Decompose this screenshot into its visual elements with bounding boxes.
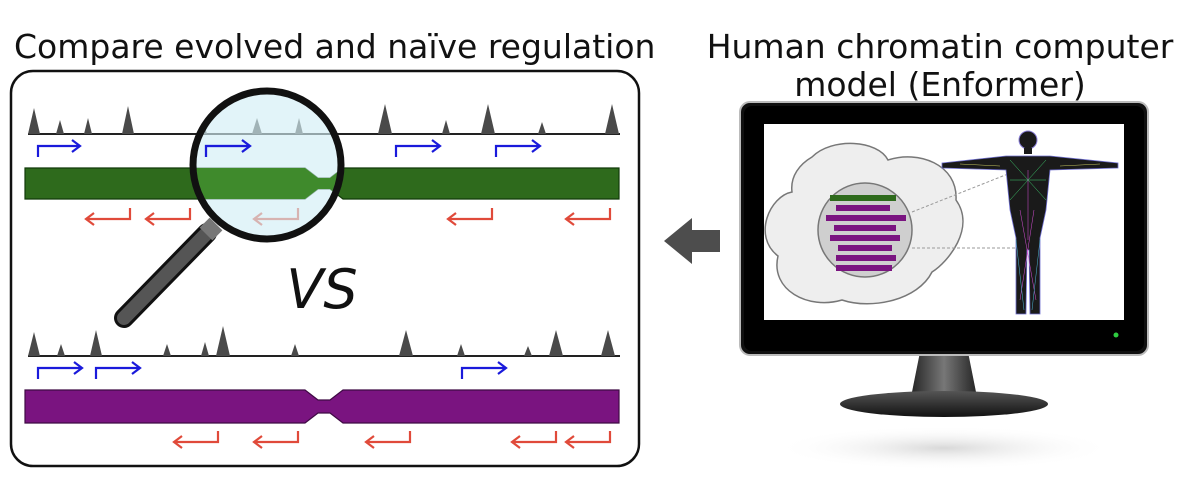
human-body-wireframe-icon [941, 130, 1119, 315]
naive-chromatin-bar [24, 389, 620, 424]
evolved-reverse-arrows [84, 208, 612, 226]
vs-label: VS [286, 258, 357, 321]
evolved-signal-track [28, 104, 620, 135]
left-panel-title: Compare evolved and naïve regulation [14, 27, 656, 66]
cell-nucleus-icon [764, 142, 1019, 305]
magnifying-glass-icon [114, 87, 345, 328]
naive-reverse-arrows [172, 431, 612, 449]
naive-signal-track [28, 326, 620, 357]
left-arrow-icon [664, 218, 720, 264]
naive-forward-arrows [36, 361, 508, 379]
right-panel-title: Human chromatin computer model (Enformer… [706, 27, 1174, 104]
